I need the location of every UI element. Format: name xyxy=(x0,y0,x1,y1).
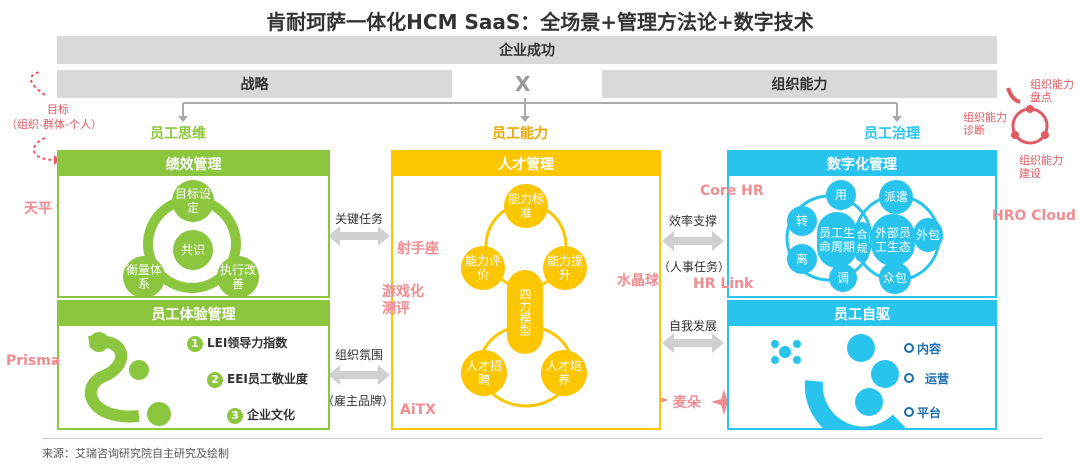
product-shuijingqiu: 水晶球 xyxy=(617,273,659,289)
lei-label: LEI领导力指数 xyxy=(207,336,288,350)
multiply-sign: X xyxy=(515,72,531,96)
self-drive-title: 员工自驱 xyxy=(834,307,890,323)
product-gamified-assessment: 游戏化测评 xyxy=(382,284,424,317)
talent-train-node: 人才培养 xyxy=(541,350,587,396)
measure-system-node: 衡量体系 xyxy=(123,256,165,298)
product-hro-cloud: HRO Cloud xyxy=(992,208,1076,224)
org-building-label: 组织能力建设 xyxy=(1019,154,1063,180)
lifecycle-node: 员工生命周期 xyxy=(817,212,857,268)
source-footer: 来源：艾瑞咨询研究院自主研究及绘制 xyxy=(42,447,229,460)
digital-panel: 数字化管理 用 派遣 转 员工生命周期 合规 外部员工生态 外包 离 调 众包 xyxy=(727,150,997,298)
product-core-hr: Core HR xyxy=(700,183,764,199)
content-label: 内容 xyxy=(917,342,942,356)
experience-num-3: 3 xyxy=(227,407,243,424)
compliance-node: 合规 xyxy=(855,222,869,262)
efficiency-label: 效率支撑 xyxy=(668,214,717,228)
talent-head: 人才管理 xyxy=(393,152,659,176)
org-capability-bar: 组织能力 xyxy=(602,70,997,98)
goal-sub-label: （组织-群体-个人） xyxy=(6,118,102,131)
consensus-node: 共识 xyxy=(173,230,213,270)
experience-item-3: 3 企业文化 xyxy=(227,404,295,424)
self-development-label: 自我发展 xyxy=(668,319,717,333)
org-capability-label: 组织能力 xyxy=(771,77,828,93)
operations-label: 运营 xyxy=(925,372,950,386)
experience-head: 员工体验管理 xyxy=(59,302,328,326)
pillar-thinking-label: 员工思维 xyxy=(150,126,206,142)
leave-node: 离 xyxy=(787,244,817,274)
org-atmosphere-label: 组织氛围 xyxy=(334,348,383,362)
enterprise-success-bar: 企业成功 xyxy=(57,36,997,64)
talent-recruit-node: 人才招聘 xyxy=(461,350,507,396)
execute-improve-node: 执行改善 xyxy=(217,256,259,298)
product-aitx: AiTX xyxy=(400,402,436,418)
digital-title: 数字化管理 xyxy=(827,157,897,173)
goal-label: 目标 xyxy=(47,103,69,116)
org-diagnosis-label: 组织能力诊断 xyxy=(963,111,1007,137)
experience-panel: 员工体验管理 1 LEI领导力指数 2 EEI员工敬业度 3 企业文化 xyxy=(57,300,330,430)
adjust-node: 调 xyxy=(829,264,857,292)
pillar-capability-label: 员工能力 xyxy=(492,126,548,142)
digital-head: 数字化管理 xyxy=(729,152,995,176)
enterprise-success-label: 企业成功 xyxy=(499,43,555,59)
strategy-bar: 战略 xyxy=(57,70,452,98)
self-drive-head: 员工自驱 xyxy=(729,302,995,326)
experience-item-2: 2 EEI员工敬业度 xyxy=(207,368,308,388)
ability-upgrade-node: 能力提升 xyxy=(543,246,587,290)
footer-divider xyxy=(42,438,1042,439)
performance-head: 绩效管理 xyxy=(59,152,328,176)
talent-panel: 人才管理 能力标准 能力评价 能力提升 四力模型 人才招聘 人才培养 xyxy=(391,150,661,430)
performance-panel: 绩效管理 目标设定 共识 衡量体系 执行改善 xyxy=(57,150,330,298)
use-node: 用 xyxy=(826,180,856,210)
experience-num-2: 2 xyxy=(207,371,223,388)
eei-label: EEI员工敬业度 xyxy=(227,372,308,386)
page-title: 肯耐珂萨一体化HCM SaaS：全场景+管理方法论+数字技术 xyxy=(266,10,814,34)
performance-title: 绩效管理 xyxy=(165,157,222,173)
ability-standard-node: 能力标准 xyxy=(504,184,548,228)
product-maiduo: 麦朵 xyxy=(673,395,701,411)
hr-task-label: （人事任务） xyxy=(657,260,730,274)
key-task-label: 关键任务 xyxy=(334,212,383,226)
platform-label: 平台 xyxy=(917,406,942,420)
org-inventory-label: 组织能力盘点 xyxy=(1030,78,1074,104)
self-drive-graphic xyxy=(771,334,914,430)
experience-num-1: 1 xyxy=(187,335,203,352)
product-prisma: Prisma xyxy=(6,353,61,369)
experience-title: 员工体验管理 xyxy=(151,307,236,323)
ability-assess-node: 能力评价 xyxy=(461,246,505,290)
dispatch-node: 派遣 xyxy=(879,180,913,214)
product-sheshouzuo: 射手座 xyxy=(397,241,439,257)
experience-item-1: 1 LEI领导力指数 xyxy=(187,332,287,352)
product-hr-link: HR Link xyxy=(693,276,754,292)
culture-label: 企业文化 xyxy=(247,408,296,422)
four-power-model-node: 四力模型 xyxy=(507,270,543,354)
self-drive-panel: 员工自驱 内容 运营 平台 xyxy=(727,300,997,430)
experience-path-graphic xyxy=(84,332,171,426)
product-tianping: 天平 xyxy=(24,201,52,217)
crowdsource-node: 众包 xyxy=(879,262,911,294)
pillar-governance-label: 员工治理 xyxy=(864,126,920,142)
outsource-node: 外包 xyxy=(913,218,943,252)
strategy-label: 战略 xyxy=(240,77,269,93)
talent-title: 人才管理 xyxy=(498,157,554,173)
external-ecosystem-node: 外部员工生态 xyxy=(871,214,915,266)
goal-setting-node: 目标设定 xyxy=(172,180,214,222)
transfer-node: 转 xyxy=(787,206,817,236)
employer-brand-label: （雇主品牌） xyxy=(321,394,394,408)
